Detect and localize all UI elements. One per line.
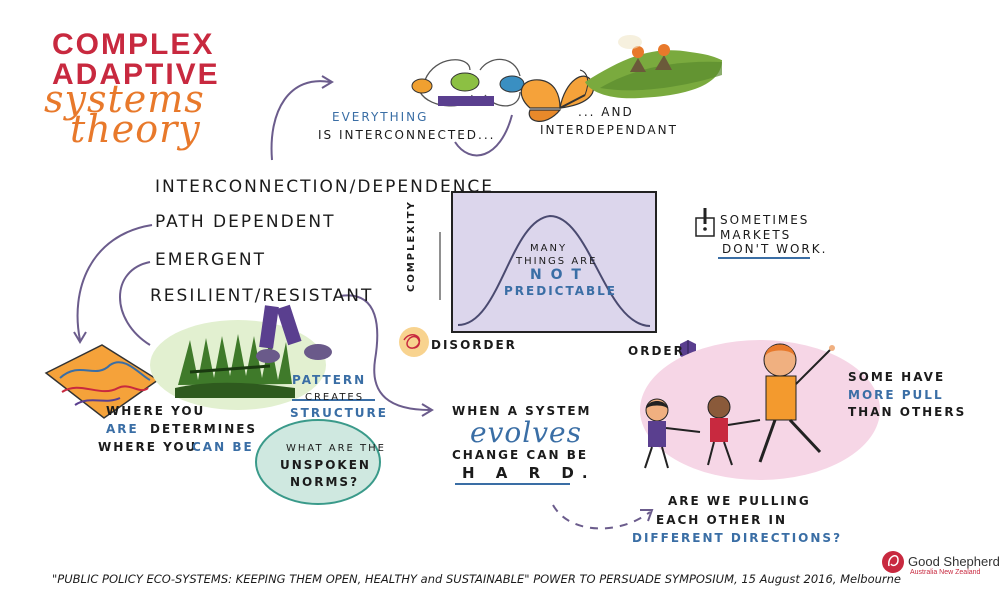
everything-label: EVERYTHING: [332, 110, 429, 124]
volcano-landscape: [585, 35, 722, 99]
where-determines: DETERMINES: [150, 422, 258, 436]
warning-sign-icon: [695, 208, 810, 259]
complexity-chart: [439, 191, 657, 333]
chart-text-predictable: PREDICTABLE: [504, 284, 617, 298]
good-shepherd-logo-mark: [882, 551, 904, 573]
concept-interconnection: INTERCONNECTION/DEPENDENCE: [155, 177, 495, 197]
chart-text-not: N O T: [530, 267, 583, 283]
logo-name: Good Shepherd: [908, 554, 1000, 569]
pull-line-1: SOME HAVE: [848, 370, 946, 384]
markets-line-1: SOMETIMES: [720, 213, 810, 227]
markets-line-3: DON'T WORK.: [722, 242, 828, 256]
title-line-4: theory: [70, 107, 201, 151]
norms-line-3: NORMS?: [290, 475, 360, 489]
pulling-line-3: DIFFERENT DIRECTIONS?: [632, 531, 843, 545]
footer-caption: "PUBLIC POLICY ECO-SYSTEMS: KEEPING THEM…: [52, 572, 902, 586]
interconnected-label: IS INTERCONNECTED...: [318, 128, 496, 142]
where-line-3: WHERE YOU: [98, 440, 198, 454]
grass-path-illustration: [150, 304, 375, 410]
norms-line-1: WHAT are the: [286, 443, 386, 454]
norms-bubble: [255, 419, 381, 505]
where-are: ARE: [106, 422, 139, 436]
people-pulling-illustration: [640, 340, 880, 480]
interconnection-diagram: [411, 58, 525, 107]
pattern-line-1: PATTERN: [292, 373, 367, 387]
interdependant-label: INTERDEPENDANT: [540, 123, 678, 137]
concept-path-dependent: PATH DEPENDENT: [155, 212, 336, 232]
pull-line-2: MORE PULL: [848, 388, 944, 402]
pull-line-3: THAN OTHERS: [848, 405, 967, 419]
chart-text-many: MANY: [530, 243, 568, 254]
where-line-1: WHERE YOU: [106, 404, 206, 418]
pattern-line-3: STRUCTURE: [290, 406, 388, 420]
chart-text-things: THINGS are: [516, 256, 598, 267]
evolve-line-2: evolves: [470, 416, 582, 449]
butterfly-illustration: [520, 69, 594, 122]
disorder-label: DISORDER: [431, 338, 517, 352]
evolve-line-4: H A R D.: [462, 464, 596, 482]
concept-emergent: EMERGENT: [155, 250, 266, 270]
evolve-line-3: CHANGE CAN BE: [452, 448, 589, 462]
disorder-icon: [399, 327, 429, 357]
pulling-line-2: EACH OTHER in: [656, 513, 788, 527]
pattern-line-2: CREATES: [305, 392, 365, 403]
title-line-2: ADAPTIVE: [52, 58, 220, 91]
and-label: ... AND: [578, 105, 634, 119]
norms-line-2: UNSPOKEN: [280, 458, 371, 472]
chart-y-label: COMPLEXITY: [406, 200, 417, 292]
evolve-line-1: WHEN a SYSTEM: [452, 404, 592, 418]
title-line-1: COMPLEX: [52, 28, 215, 61]
map-illustration: [44, 344, 160, 419]
logo-sub: Australia New Zealand: [910, 569, 981, 576]
pulling-line-1: ARE WE PULLING: [668, 494, 811, 508]
markets-line-2: MARKETS: [720, 228, 792, 242]
title-line-3: systems: [44, 77, 205, 121]
concept-resilient: RESILIENT/RESISTANT: [150, 286, 374, 306]
where-can-be: CAN BE: [192, 440, 254, 454]
order-label: ORDER: [628, 344, 685, 358]
